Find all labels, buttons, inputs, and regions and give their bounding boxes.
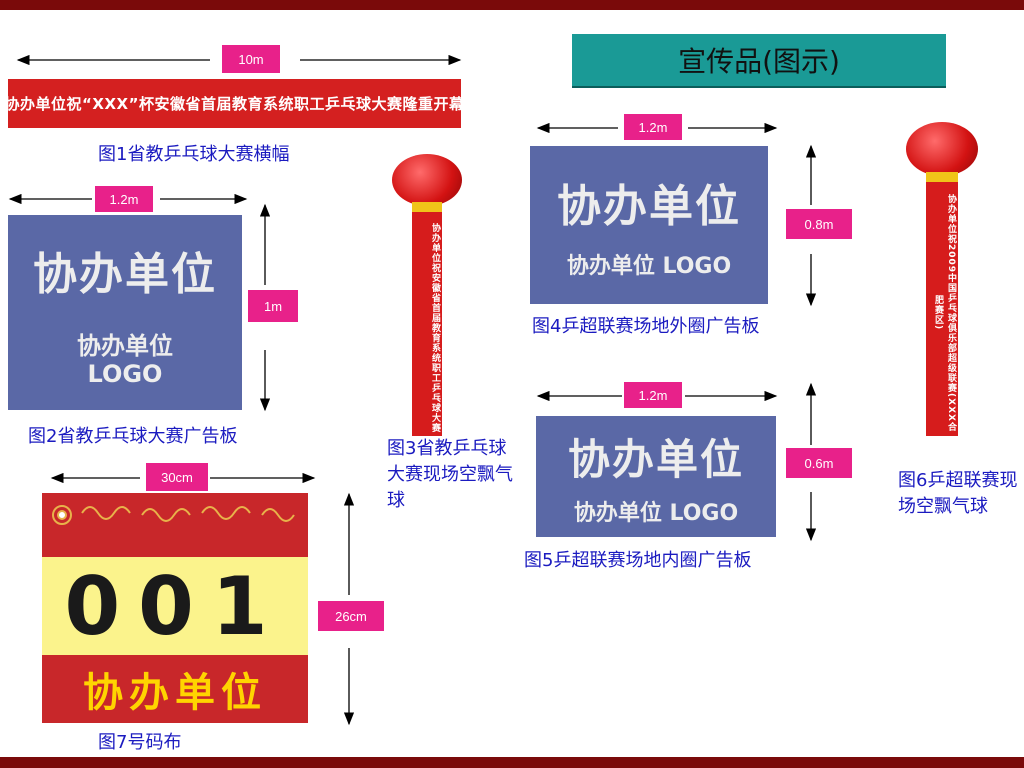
fig7-bib-top: [42, 493, 308, 557]
fig2-sub-line1: 协办单位: [77, 331, 173, 360]
fig3-balloon: 协办单位祝安徽省首届教育系统职工乒乓球大赛: [392, 154, 462, 438]
fig3-caption: 图3省教乒乓球大赛现场空飘气球: [387, 438, 513, 511]
fig6-tube-text: 协办单位祝2009中国乒乓球俱乐部超级联赛(XXX合肥赛区): [926, 182, 958, 436]
fig2-main-text: 协办单位: [33, 248, 217, 300]
fig5-width-label: 1.2m: [624, 382, 682, 408]
fig7-sponsor: 协办单位: [42, 655, 308, 723]
fig5-sub-text: 协办单位 LOGO: [573, 501, 739, 526]
fig2-sub-line2: LOGO: [87, 359, 163, 388]
fig4-sub-text: 协办单位 LOGO: [566, 254, 732, 279]
page-title: 宣传品(图示): [572, 34, 946, 88]
fig4-caption: 图4乒超联赛场地外圈广告板: [532, 316, 760, 337]
fig2-height-label: 1m: [248, 290, 298, 322]
fig7-number: 001: [42, 557, 308, 655]
fig1-banner: 协办单位祝“XXX”杯安徽省首届教育系统职工乒乓球大赛隆重开幕: [5, 79, 464, 128]
fig7-bib: 001 协办单位: [42, 493, 308, 723]
fig7-caption: 图7号码布: [98, 732, 182, 753]
fig2-width-label: 1.2m: [95, 186, 153, 212]
bottom-frame-bar: [0, 757, 1024, 768]
fig7-width-label: 30cm: [146, 463, 208, 491]
fig6-caption: 图6乒超联赛现场空飘气球: [898, 470, 1018, 517]
fig3-tube-text: 协办单位祝安徽省首届教育系统职工乒乓球大赛: [412, 212, 442, 436]
fig1-caption: 图1省教乒乓球大赛横幅: [98, 144, 290, 165]
fig4-main-text: 协办单位: [557, 181, 741, 232]
fig6-balloon: 协办单位祝2009中国乒乓球俱乐部超级联赛(XXX合肥赛区): [906, 122, 978, 438]
fig6-lantern: [906, 122, 978, 176]
fig4-height-label: 0.8m: [786, 209, 852, 239]
fig1-width-label: 10m: [222, 45, 280, 73]
swirl-ornament-icon: [52, 505, 295, 525]
fig4-board: 协办单位 协办单位 LOGO: [530, 146, 768, 304]
fig4-width-label: 1.2m: [624, 114, 682, 140]
fig2-caption: 图2省教乒乓球大赛广告板: [28, 426, 238, 447]
fig2-board: 协办单位 协办单位 LOGO: [8, 215, 242, 410]
fig5-main-text: 协办单位: [567, 435, 744, 484]
fig5-board: 协办单位 协办单位 LOGO: [536, 416, 776, 537]
fig5-caption: 图5乒超联赛场地内圈广告板: [524, 550, 752, 571]
fig6-lantern-cap: [926, 172, 958, 182]
fig3-lantern-cap: [412, 202, 442, 212]
fig3-lantern: [392, 154, 462, 206]
top-frame-bar: [0, 0, 1024, 10]
fig5-height-label: 0.6m: [786, 448, 852, 478]
fig7-height-label: 26cm: [318, 601, 384, 631]
